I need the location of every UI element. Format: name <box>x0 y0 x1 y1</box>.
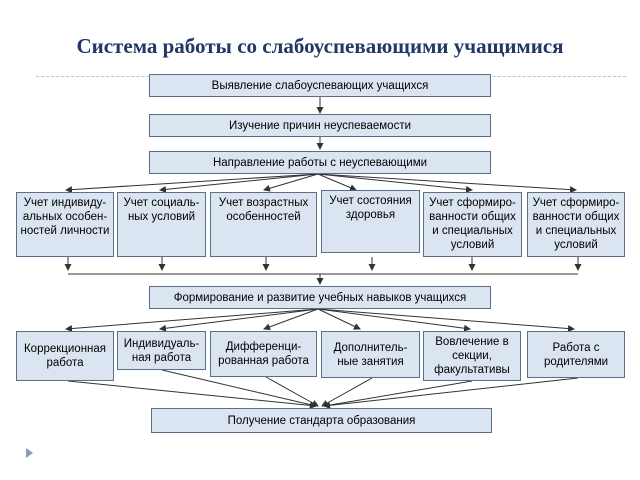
accounting-formation-2: Учет сформиро-ванности общих и специальн… <box>527 192 625 257</box>
arrow-form-5-result <box>323 380 473 409</box>
arrow-form-3-result <box>265 376 319 407</box>
arrow-direction-acc-5 <box>317 173 473 193</box>
arrow-skills-form-1 <box>65 308 319 333</box>
slide-title: Система работы со слабоуспевающими учащи… <box>76 34 564 58</box>
form-differentiated: Дифференци-рованная работа <box>210 331 317 377</box>
skills-formation: Формирование и развитие учебных навыков … <box>149 286 491 309</box>
step-identify: Выявление слабоуспевающих учащихся <box>149 74 491 97</box>
arrow-form-4-result <box>321 377 373 407</box>
arrow-form-2-result <box>161 369 317 409</box>
form-parents: Работа с родителями <box>527 331 625 378</box>
arrow-direction-acc-2 <box>159 173 319 193</box>
form-individual: Индивидуаль-ная работа <box>117 331 206 370</box>
arrow-skills-form-5 <box>317 308 471 332</box>
form-sections: Вовлечение в секции, факультативы <box>423 331 521 381</box>
accounting-formation-1: Учет сформиро-ванности общих и специальн… <box>423 192 522 257</box>
result-standard: Получение стандарта образования <box>151 408 492 433</box>
accounting-social: Учет социаль-ных условий <box>117 192 206 257</box>
accounting-individual: Учет индивиду-альных особен-ностей лично… <box>16 192 114 257</box>
arrow-direction-acc-6 <box>317 173 577 194</box>
arrow-form-6-result <box>323 377 579 409</box>
arrow-skills-form-3 <box>263 308 319 331</box>
arrow-form-1-result <box>67 380 317 409</box>
accounting-health: Учет состояния здоровья <box>321 190 420 253</box>
slide-marker-icon <box>26 448 33 458</box>
arrow-direction-acc-4 <box>317 173 357 191</box>
arrow-skills-form-6 <box>317 308 575 333</box>
arrow-skills-form-4 <box>317 308 361 330</box>
arrow-direction-acc-1 <box>65 173 319 194</box>
step-study: Изучение причин неуспеваемости <box>149 114 491 137</box>
arrow-skills-form-2 <box>159 308 319 332</box>
form-additional: Дополнитель-ные занятия <box>321 331 420 378</box>
step-direction: Направление работы с неуспевающими <box>149 151 491 174</box>
arrow-direction-acc-3 <box>263 173 319 192</box>
accounting-age: Учет возрастных особенностей <box>210 192 317 257</box>
form-correctional: Коррекционная работа <box>16 331 114 381</box>
